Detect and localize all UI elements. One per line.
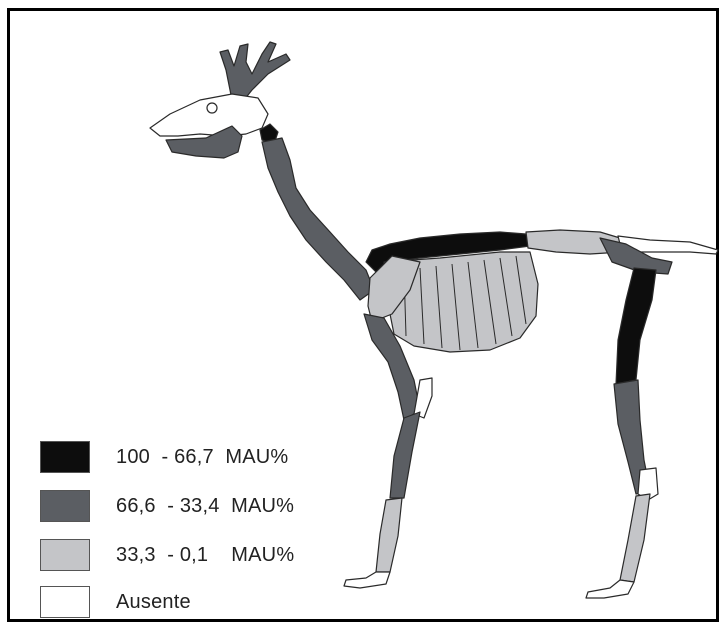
legend-item-high: 100 - 66,7 MAU% xyxy=(40,440,294,474)
hind-metatarsal xyxy=(620,494,650,582)
skull xyxy=(150,94,268,136)
legend-swatch-mid xyxy=(40,490,90,522)
hind-phalanges xyxy=(586,580,634,598)
legend-swatch-low xyxy=(40,539,90,571)
legend-item-absent: Ausente xyxy=(40,587,294,617)
legend-item-mid: 66,6 - 33,4 MAU% xyxy=(40,489,294,523)
legend-item-low: 33,3 - 0,1 MAU% xyxy=(40,538,294,572)
front-phalanges xyxy=(344,572,390,588)
legend-label-mid: 66,6 - 33,4 MAU% xyxy=(116,495,294,518)
legend: 100 - 66,7 MAU% 66,6 - 33,4 MAU% 33,3 - … xyxy=(40,440,294,617)
legend-swatch-high xyxy=(40,441,90,473)
radius xyxy=(390,412,420,498)
ulna xyxy=(414,378,432,418)
legend-label-absent: Ausente xyxy=(116,591,191,614)
legend-swatch-absent xyxy=(40,586,90,618)
antler-left xyxy=(220,42,290,100)
front-metacarpal xyxy=(376,498,402,572)
legend-label-low: 33,3 - 0,1 MAU% xyxy=(116,544,294,567)
cervical-vertebrae xyxy=(262,138,374,300)
skull-eye xyxy=(207,103,217,113)
legend-label-high: 100 - 66,7 MAU% xyxy=(116,446,288,469)
femur xyxy=(616,268,656,384)
